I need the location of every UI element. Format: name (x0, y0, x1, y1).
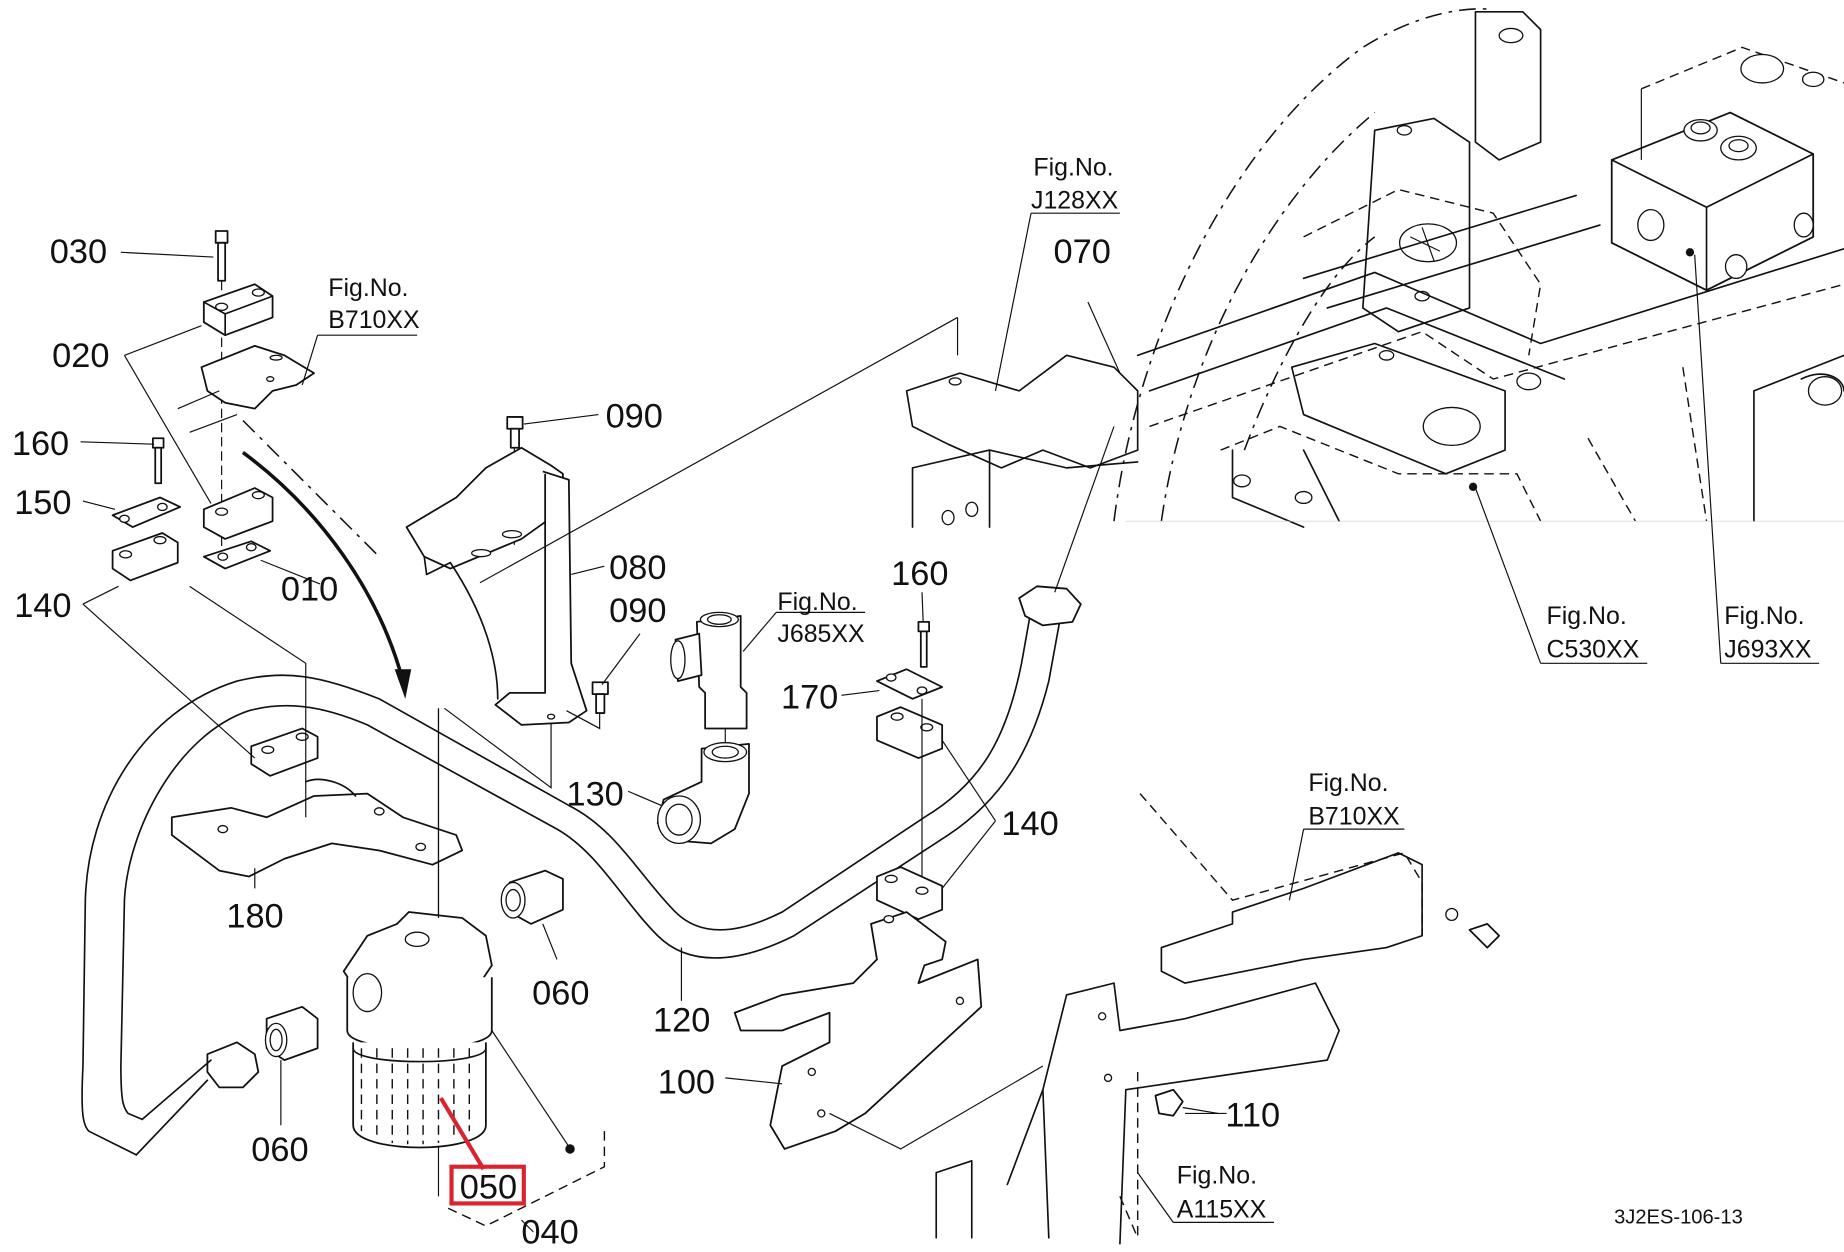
bracket-080 (405, 316, 959, 1197)
clamp-assembly-right (733, 620, 1044, 1150)
fig-ref-b710-bottom[interactable]: Fig.No. B710XX (1308, 769, 1400, 830)
leader-lines (80, 212, 1820, 1223)
highlight-050 (439, 1096, 526, 1206)
part-label-120[interactable]: 120 (653, 1002, 710, 1040)
part-label-180[interactable]: 180 (226, 897, 283, 935)
fig-ref-code: B710XX (1308, 802, 1400, 830)
fig-ref-b710-top[interactable]: Fig.No. B710XX (328, 274, 420, 334)
fig-ref-prefix: Fig.No. (1547, 602, 1627, 630)
part-label-100[interactable]: 100 (658, 1063, 715, 1101)
part-labels: 030 020 160 150 010 140 090 080 090 070 … (12, 233, 1280, 1252)
part-label-040[interactable]: 040 (521, 1214, 578, 1252)
part-label-010[interactable]: 010 (281, 571, 338, 609)
hydraulic-pipe-120 (81, 426, 1115, 1156)
drawing-code: 3J2ES-106-13 (1614, 1207, 1743, 1229)
fig-ref-prefix: Fig.No. (1033, 153, 1113, 181)
fig-ref-j693[interactable]: Fig.No. J693XX (1724, 602, 1812, 663)
part-label-070[interactable]: 070 (1054, 233, 1111, 271)
part-label-130[interactable]: 130 (566, 775, 623, 813)
part-label-090[interactable]: 090 (609, 592, 666, 630)
part-label-090[interactable]: 090 (606, 398, 663, 436)
fig-ref-c530[interactable]: Fig.No. C530XX (1547, 602, 1640, 663)
elbow-fitting-130 (656, 742, 750, 845)
part-label-170[interactable]: 170 (781, 678, 838, 716)
fitting-j685 (670, 611, 748, 744)
part-label-150[interactable]: 150 (14, 484, 71, 522)
part-label-140[interactable]: 140 (14, 587, 71, 625)
fig-ref-a115[interactable]: Fig.No. A115XX (1177, 1161, 1267, 1223)
fig-ref-code: B710XX (328, 306, 420, 334)
part-label-110[interactable]: 110 (1225, 1096, 1280, 1134)
oil-filter-assembly (264, 708, 606, 1233)
part-label-060[interactable]: 060 (532, 974, 589, 1012)
fig-ref-prefix: Fig.No. (1724, 602, 1804, 630)
fig-ref-code: C530XX (1547, 635, 1640, 663)
fig-ref-prefix: Fig.No. (1308, 769, 1388, 797)
part-label-080[interactable]: 080 (609, 549, 666, 587)
fig-ref-prefix: Fig.No. (328, 274, 408, 302)
part-label-160[interactable]: 160 (891, 555, 948, 593)
highlight-box-050[interactable] (449, 1164, 526, 1206)
fig-ref-j128[interactable]: Fig.No. J128XX (1031, 153, 1119, 214)
fig-ref-code: J128XX (1031, 186, 1119, 214)
frame-bottom-right (935, 793, 1501, 1245)
clamp-assembly-left (111, 230, 464, 878)
figure-references: Fig.No. B710XX Fig.No. J128XX Fig.No. J6… (328, 153, 1812, 1223)
part-label-030[interactable]: 030 (50, 233, 107, 271)
part-label-140[interactable]: 140 (1001, 805, 1058, 843)
fig-ref-code: J685XX (777, 620, 865, 648)
fig-ref-prefix: Fig.No. (777, 588, 857, 616)
fig-ref-code: A115XX (1177, 1196, 1267, 1224)
fig-ref-code: J693XX (1724, 635, 1812, 663)
fig-ref-j685[interactable]: Fig.No. J685XX (777, 588, 865, 648)
part-label-060[interactable]: 060 (251, 1131, 308, 1169)
transmission-housing (905, 8, 1844, 528)
part-label-160[interactable]: 160 (12, 425, 69, 463)
part-label-020[interactable]: 020 (52, 337, 109, 375)
fig-ref-prefix: Fig.No. (1177, 1161, 1257, 1189)
part-label-050[interactable]: 050 (460, 1169, 517, 1207)
